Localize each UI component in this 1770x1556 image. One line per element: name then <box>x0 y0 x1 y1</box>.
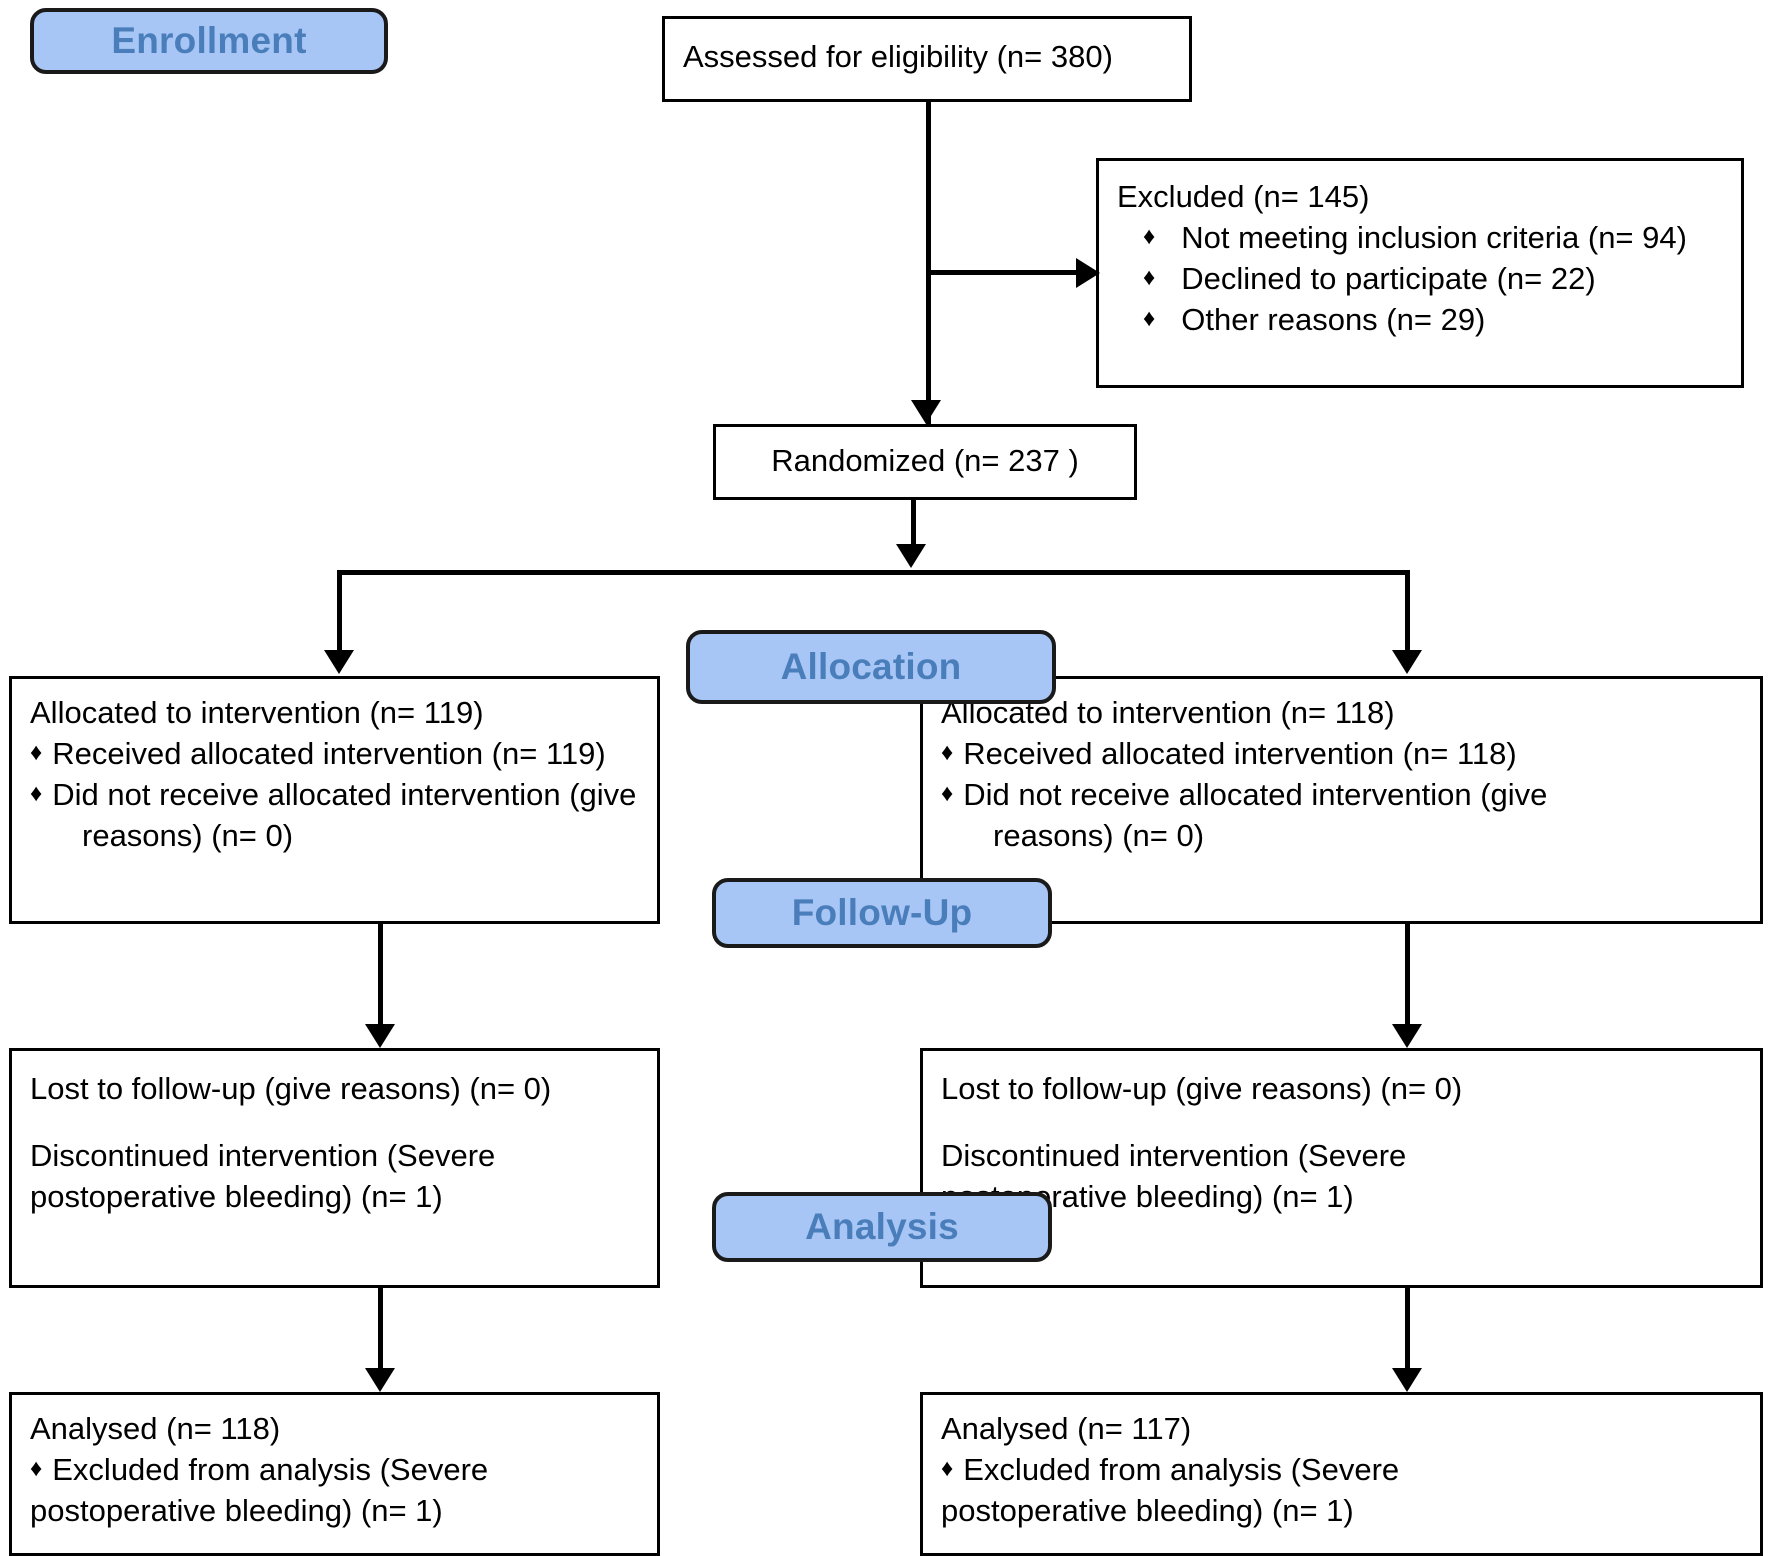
arrowhead-randomized-split <box>896 544 926 568</box>
connector-split-left-drop <box>337 570 342 650</box>
allocation-right-item-label: Received allocated intervention (n= 118) <box>963 735 1517 771</box>
followup-left-spacer <box>30 1110 639 1136</box>
arrowhead-to-allocation-right <box>1392 650 1422 674</box>
stage-badge-analysis: Analysis <box>712 1192 1052 1262</box>
box-assessed-for-eligibility: Assessed for eligibility (n= 380) <box>662 16 1192 102</box>
allocation-right-item-continuation: reasons) (n= 0) <box>993 817 1205 853</box>
analysis-left-excluded-line2: postoperative bleeding) (n= 1) <box>30 1492 443 1528</box>
box-followup-right: Lost to follow-up (give reasons) (n= 0) … <box>920 1048 1763 1288</box>
followup-left-lost: Lost to follow-up (give reasons) (n= 0) <box>30 1071 552 1106</box>
excluded-reason-label: Not meeting inclusion criteria (n= 94) <box>1181 219 1687 255</box>
stage-badge-analysis-label: Analysis <box>805 1206 959 1247</box>
diamond-bullet-icon: ♦ <box>941 738 954 766</box>
diamond-bullet-icon: ♦ <box>1143 263 1156 291</box>
allocation-right-item: ♦ Received allocated intervention (n= 11… <box>941 734 1742 775</box>
box-followup-left: Lost to follow-up (give reasons) (n= 0) … <box>9 1048 660 1288</box>
analysis-right-excluded-line2: postoperative bleeding) (n= 1) <box>941 1492 1354 1528</box>
connector-randomized-split-bar <box>337 570 1410 575</box>
diamond-bullet-icon: ♦ <box>1143 222 1156 250</box>
allocation-left-item-label: Received allocated intervention (n= 119) <box>52 735 606 771</box>
allocation-right-item: ♦ Did not receive allocated intervention… <box>941 775 1742 816</box>
followup-right-discontinued-line2: postoperative bleeding) (n= 1) <box>941 1178 1354 1214</box>
allocation-left-item: ♦ Did not receive allocated intervention… <box>30 775 639 816</box>
connector-allocation-left-to-followup <box>378 924 383 1024</box>
excluded-reason-label: Other reasons (n= 29) <box>1181 301 1486 337</box>
followup-right-lost: Lost to follow-up (give reasons) (n= 0) <box>941 1071 1463 1106</box>
stage-badge-enrollment-label: Enrollment <box>111 20 307 61</box>
excluded-reason-label: Declined to participate (n= 22) <box>1181 260 1596 296</box>
followup-left-discontinued-line2: postoperative bleeding) (n= 1) <box>30 1178 443 1214</box>
excluded-heading: Excluded (n= 145) <box>1117 179 1370 214</box>
excluded-reason-row: ♦ Declined to participate (n= 22) <box>1117 259 1723 300</box>
connector-allocation-right-to-followup <box>1405 924 1410 1024</box>
allocation-left-item-label: Did not receive allocated intervention (… <box>52 776 637 812</box>
box-allocation-right: Allocated to intervention (n= 118) ♦ Rec… <box>920 676 1763 924</box>
analysis-left-heading: Analysed (n= 118) <box>30 1411 281 1446</box>
excluded-reason-row: ♦ Other reasons (n= 29) <box>1117 300 1723 341</box>
stage-badge-followup: Follow-Up <box>712 878 1052 948</box>
stage-badge-allocation-label: Allocation <box>780 646 962 687</box>
analysis-right-excluded-row: ♦ Excluded from analysis (Severe <box>941 1450 1742 1491</box>
allocation-left-item-continuation: reasons) (n= 0) <box>82 817 294 853</box>
diamond-bullet-icon: ♦ <box>941 779 954 807</box>
allocation-left-heading: Allocated to intervention (n= 119) <box>30 695 484 730</box>
followup-right-spacer <box>941 1110 1742 1136</box>
box-excluded: Excluded (n= 145) ♦ Not meeting inclusio… <box>1096 158 1744 388</box>
arrowhead-to-analysis-right <box>1392 1368 1422 1392</box>
allocation-right-item-label: Did not receive allocated intervention (… <box>963 776 1548 812</box>
arrowhead-to-analysis-left <box>365 1368 395 1392</box>
followup-right-discontinued-line1: Discontinued intervention (Severe <box>941 1137 1407 1173</box>
arrowhead-to-randomized <box>911 400 941 424</box>
stage-badge-enrollment: Enrollment <box>30 8 388 74</box>
diamond-bullet-icon: ♦ <box>30 738 43 766</box>
analysis-right-excluded-line1: Excluded from analysis (Severe <box>963 1451 1400 1487</box>
assessed-text: Assessed for eligibility (n= 380) <box>683 39 1113 74</box>
diamond-bullet-icon: ♦ <box>30 1454 43 1482</box>
followup-left-discontinued-line1: Discontinued intervention (Severe <box>30 1137 496 1173</box>
stage-badge-allocation: Allocation <box>686 630 1056 704</box>
analysis-right-heading: Analysed (n= 117) <box>941 1411 1192 1446</box>
arrowhead-to-followup-left <box>365 1024 395 1048</box>
connector-assessed-to-randomized <box>926 102 931 424</box>
diamond-bullet-icon: ♦ <box>941 1454 954 1482</box>
box-allocation-left: Allocated to intervention (n= 119) ♦ Rec… <box>9 676 660 924</box>
randomized-text: Randomized (n= 237 ) <box>771 443 1079 478</box>
box-analysis-left: Analysed (n= 118) ♦ Excluded from analys… <box>9 1392 660 1556</box>
arrowhead-to-followup-right <box>1392 1024 1422 1048</box>
box-analysis-right: Analysed (n= 117) ♦ Excluded from analys… <box>920 1392 1763 1556</box>
arrowhead-to-excluded <box>1076 258 1100 288</box>
diamond-bullet-icon: ♦ <box>1143 304 1156 332</box>
arrowhead-to-allocation-left <box>324 650 354 674</box>
excluded-reason-row: ♦ Not meeting inclusion criteria (n= 94) <box>1117 218 1723 259</box>
connector-split-right-drop <box>1405 570 1410 650</box>
box-randomized: Randomized (n= 237 ) <box>713 424 1137 500</box>
stage-badge-followup-label: Follow-Up <box>791 892 973 933</box>
connector-followup-left-to-analysis <box>378 1288 383 1368</box>
diamond-bullet-icon: ♦ <box>30 779 43 807</box>
connector-randomized-stem <box>911 500 916 544</box>
connector-assessed-to-excluded <box>926 270 1080 275</box>
allocation-left-item: ♦ Received allocated intervention (n= 11… <box>30 734 639 775</box>
analysis-left-excluded-row: ♦ Excluded from analysis (Severe <box>30 1450 639 1491</box>
analysis-left-excluded-line1: Excluded from analysis (Severe <box>52 1451 489 1487</box>
connector-followup-right-to-analysis <box>1405 1288 1410 1368</box>
allocation-right-heading: Allocated to intervention (n= 118) <box>941 695 1395 730</box>
